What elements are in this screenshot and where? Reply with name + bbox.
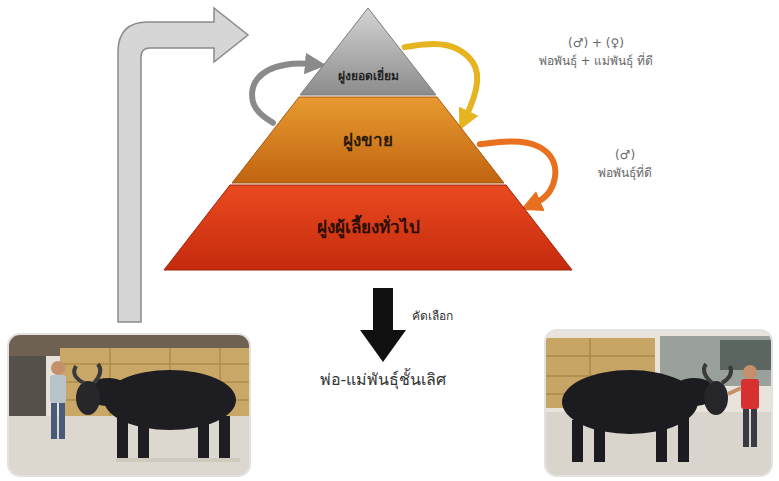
buffalo-horns — [704, 364, 731, 383]
band-label: ฝูงขาย — [343, 130, 393, 150]
buffalo-leg — [138, 420, 149, 460]
person-head — [51, 361, 65, 375]
buffalo-leg — [219, 416, 230, 460]
shade-net — [720, 340, 772, 370]
note-label: พ่อพันธุ์ที่ดี — [598, 166, 652, 180]
person-leg — [751, 409, 757, 447]
return-arrow — [118, 8, 248, 322]
shed-wall — [8, 356, 46, 416]
person-shirt — [50, 375, 66, 403]
person-arm — [728, 388, 741, 394]
buffalo-horns — [74, 364, 100, 383]
band-label: ฝูงผู้เลี้ยงทั่วไป — [317, 217, 420, 237]
pyramid-band: ฝูงยอดเยี่ยม — [300, 8, 436, 95]
note-label: (♂) — [615, 148, 635, 162]
buffalo-leg — [572, 420, 583, 462]
band-fill — [164, 185, 572, 270]
person-leg — [51, 403, 57, 439]
note-label: คัดเลือก — [412, 309, 453, 323]
buffalo-leg — [117, 418, 128, 460]
person-head — [743, 365, 757, 379]
buffalo-photo — [545, 330, 772, 476]
pyramid-band: ฝูงขาย — [232, 97, 504, 183]
note-label: (♂) + (♀) — [568, 36, 624, 50]
background-trees — [660, 336, 772, 386]
photo-frame — [545, 330, 772, 476]
buffalo-head — [704, 381, 728, 415]
person-leg — [59, 403, 65, 439]
photo-ground — [8, 334, 250, 476]
buffalo-head — [76, 381, 100, 415]
photo-ground — [545, 330, 772, 476]
buffalo-leg — [198, 420, 209, 460]
hooves — [116, 458, 240, 462]
band-fill — [300, 8, 436, 95]
selection-arrow — [360, 288, 406, 362]
note-label: พ่อ-แม่พันธุ์ชั้นเลิศ — [320, 370, 447, 389]
person-leg — [743, 409, 749, 447]
note-label: พ่อพันธุ์ + แม่พันธุ์ ที่ดี — [539, 54, 654, 68]
buffalo-leg — [594, 422, 605, 462]
person-shirt — [741, 379, 759, 409]
buffalo-leg — [656, 422, 667, 462]
pyramid-band: ฝูงผู้เลี้ยงทั่วไป — [164, 185, 572, 270]
buffalo-leg — [678, 418, 689, 462]
band-label: ฝูงยอดเยี่ยม — [338, 69, 399, 83]
floor — [8, 416, 250, 476]
buffalo-photo — [8, 334, 250, 476]
band-fill — [232, 97, 504, 183]
photo-frame — [8, 334, 250, 476]
